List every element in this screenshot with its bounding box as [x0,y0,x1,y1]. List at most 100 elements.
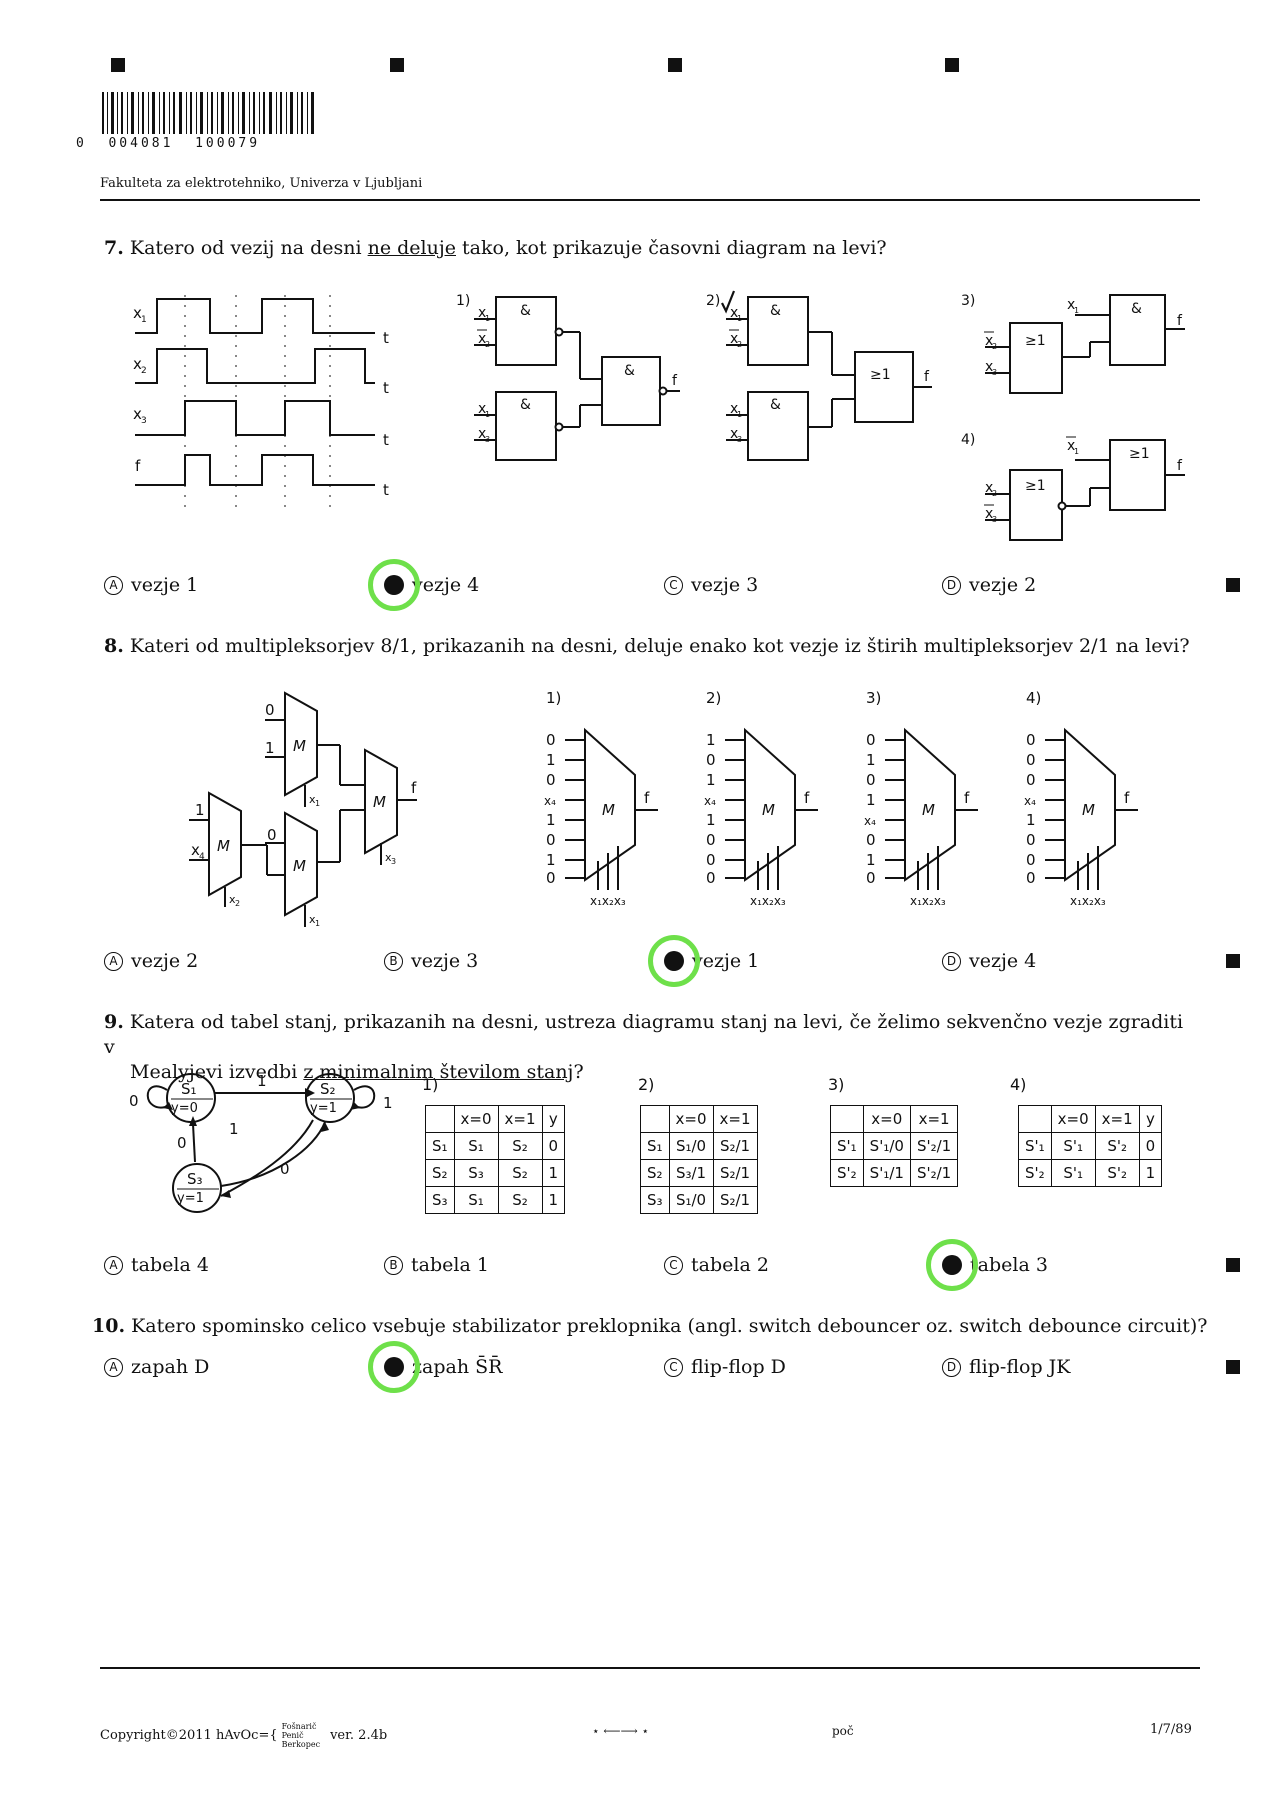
option-a[interactable]: A tabela 4 [104,1254,209,1276]
page-number: 1/7/89 [1150,1722,1192,1737]
option-label: vezje 4 [412,574,480,596]
option-c[interactable]: C vezje 3 [664,574,758,596]
barcode-number: 0 004081 100079 [76,136,261,151]
svg-text:1: 1 [485,314,490,323]
option-c[interactable]: C tabela 2 [664,1254,769,1276]
svg-text:t: t [383,481,389,499]
svg-text:2: 2 [235,899,240,908]
svg-text:0: 0 [866,771,876,789]
svg-text:0: 0 [1026,731,1036,749]
svg-text:x₄: x₄ [544,794,556,808]
copyright-text: Copyright©2011 hAvOc={ [100,1728,278,1743]
svg-text:x: x [478,305,486,321]
option-d[interactable]: D vezje 4 [942,950,1036,972]
footer-copyright: Copyright©2011 hAvOc={ Fošnarič Penič Be… [100,1722,387,1749]
option-label: tabela 3 [970,1254,1048,1276]
svg-text:x: x [985,359,993,375]
svg-text:x: x [133,355,142,373]
svg-text:1: 1 [1026,811,1036,829]
svg-text:0: 0 [1026,831,1036,849]
registration-mark [1226,954,1240,968]
svg-text:f: f [411,779,417,797]
option-d[interactable]: D flip-flop JK [942,1356,1070,1378]
option-label: tabela 4 [131,1254,209,1276]
svg-text:0: 0 [177,1134,187,1152]
svg-text:x: x [730,426,738,442]
answer-highlight [926,1239,978,1291]
question-8: 8. Kateri od multipleksorjev 8/1, prikaz… [104,634,1190,659]
option-a[interactable]: A zapah D [104,1356,209,1378]
svg-text:x: x [478,426,486,442]
svg-text:≥1: ≥1 [1025,478,1046,494]
svg-text:f: f [644,789,650,807]
svg-text:M: M [602,801,615,819]
svg-text:x: x [133,405,142,423]
option-b[interactable]: B tabela 1 [384,1254,489,1276]
circuit-4: 4) ≥1≥1 x1 x2 x3 f [961,432,1185,541]
registration-mark [111,58,125,72]
svg-text:&: & [1131,301,1142,317]
svg-text:2: 2 [992,489,997,498]
question-text: Mealyjevi izvedbi [130,1061,304,1083]
svg-text:1: 1 [485,410,490,419]
svg-text:0: 0 [706,831,716,849]
barcode [102,92,314,134]
svg-text:1: 1 [315,799,320,808]
svg-text:4: 4 [199,852,205,862]
svg-text:1: 1 [265,739,275,757]
svg-text:0: 0 [866,731,876,749]
svg-text:1: 1 [383,1094,393,1112]
svg-text:x: x [229,893,236,906]
registration-mark [1226,578,1240,592]
registration-mark [390,58,404,72]
svg-text:x: x [133,304,142,322]
option-label: flip-flop JK [969,1356,1071,1378]
author: Fošnarič [281,1722,317,1731]
svg-text:1: 1 [706,731,716,749]
svg-text:1: 1 [1074,306,1079,315]
registration-mark [1226,1258,1240,1272]
svg-text:1: 1 [866,851,876,869]
option-letter: A [104,575,123,595]
option-label: vezje 3 [411,950,479,972]
option-d[interactable]: D vezje 2 [942,574,1036,596]
option-letter: A [104,951,123,971]
registration-mark [945,58,959,72]
question-number: 10. [92,1315,126,1337]
svg-text:≥1: ≥1 [1025,333,1046,349]
svg-text:3: 3 [992,368,997,377]
option-c[interactable]: C flip-flop D [664,1356,786,1378]
svg-text:&: & [624,363,635,379]
author: Penič [281,1731,304,1740]
svg-text:3: 3 [992,515,997,524]
question-text: Katero spominsko celico vsebuje stabiliz… [131,1315,1208,1337]
svg-text:1: 1 [546,751,556,769]
svg-text:x₁x₂x₃: x₁x₂x₃ [1070,894,1106,908]
svg-text:0: 0 [546,771,556,789]
option-a[interactable]: A vezje 2 [104,950,198,972]
option-b[interactable]: B vezje 3 [384,950,478,972]
svg-text:1): 1) [546,689,561,707]
svg-text:1: 1 [737,314,742,323]
svg-text:M: M [1082,801,1095,819]
circuit-2: 2) &&≥1 x1 x2 x1 x3 f [706,290,932,461]
svg-text:3: 3 [391,857,396,866]
circuit-1: 1) &&& x1 x2 x1 x3 f [456,293,680,461]
option-a[interactable]: A vezje 1 [104,574,198,596]
table-3-label: 3) [828,1075,845,1094]
svg-text:M: M [922,801,935,819]
svg-text:4): 4) [961,432,975,448]
svg-text:M: M [373,793,386,811]
question-text: Katera od tabel stanj, prikazanih na des… [104,1011,1184,1058]
svg-text:≥1: ≥1 [1129,446,1150,462]
svg-text:1: 1 [229,1120,239,1138]
option-letter: D [942,951,961,971]
svg-text:1): 1) [456,293,470,309]
svg-text:x₄: x₄ [704,794,716,808]
svg-text:1: 1 [546,811,556,829]
svg-text:3): 3) [961,293,975,309]
answer-highlight [368,559,420,611]
